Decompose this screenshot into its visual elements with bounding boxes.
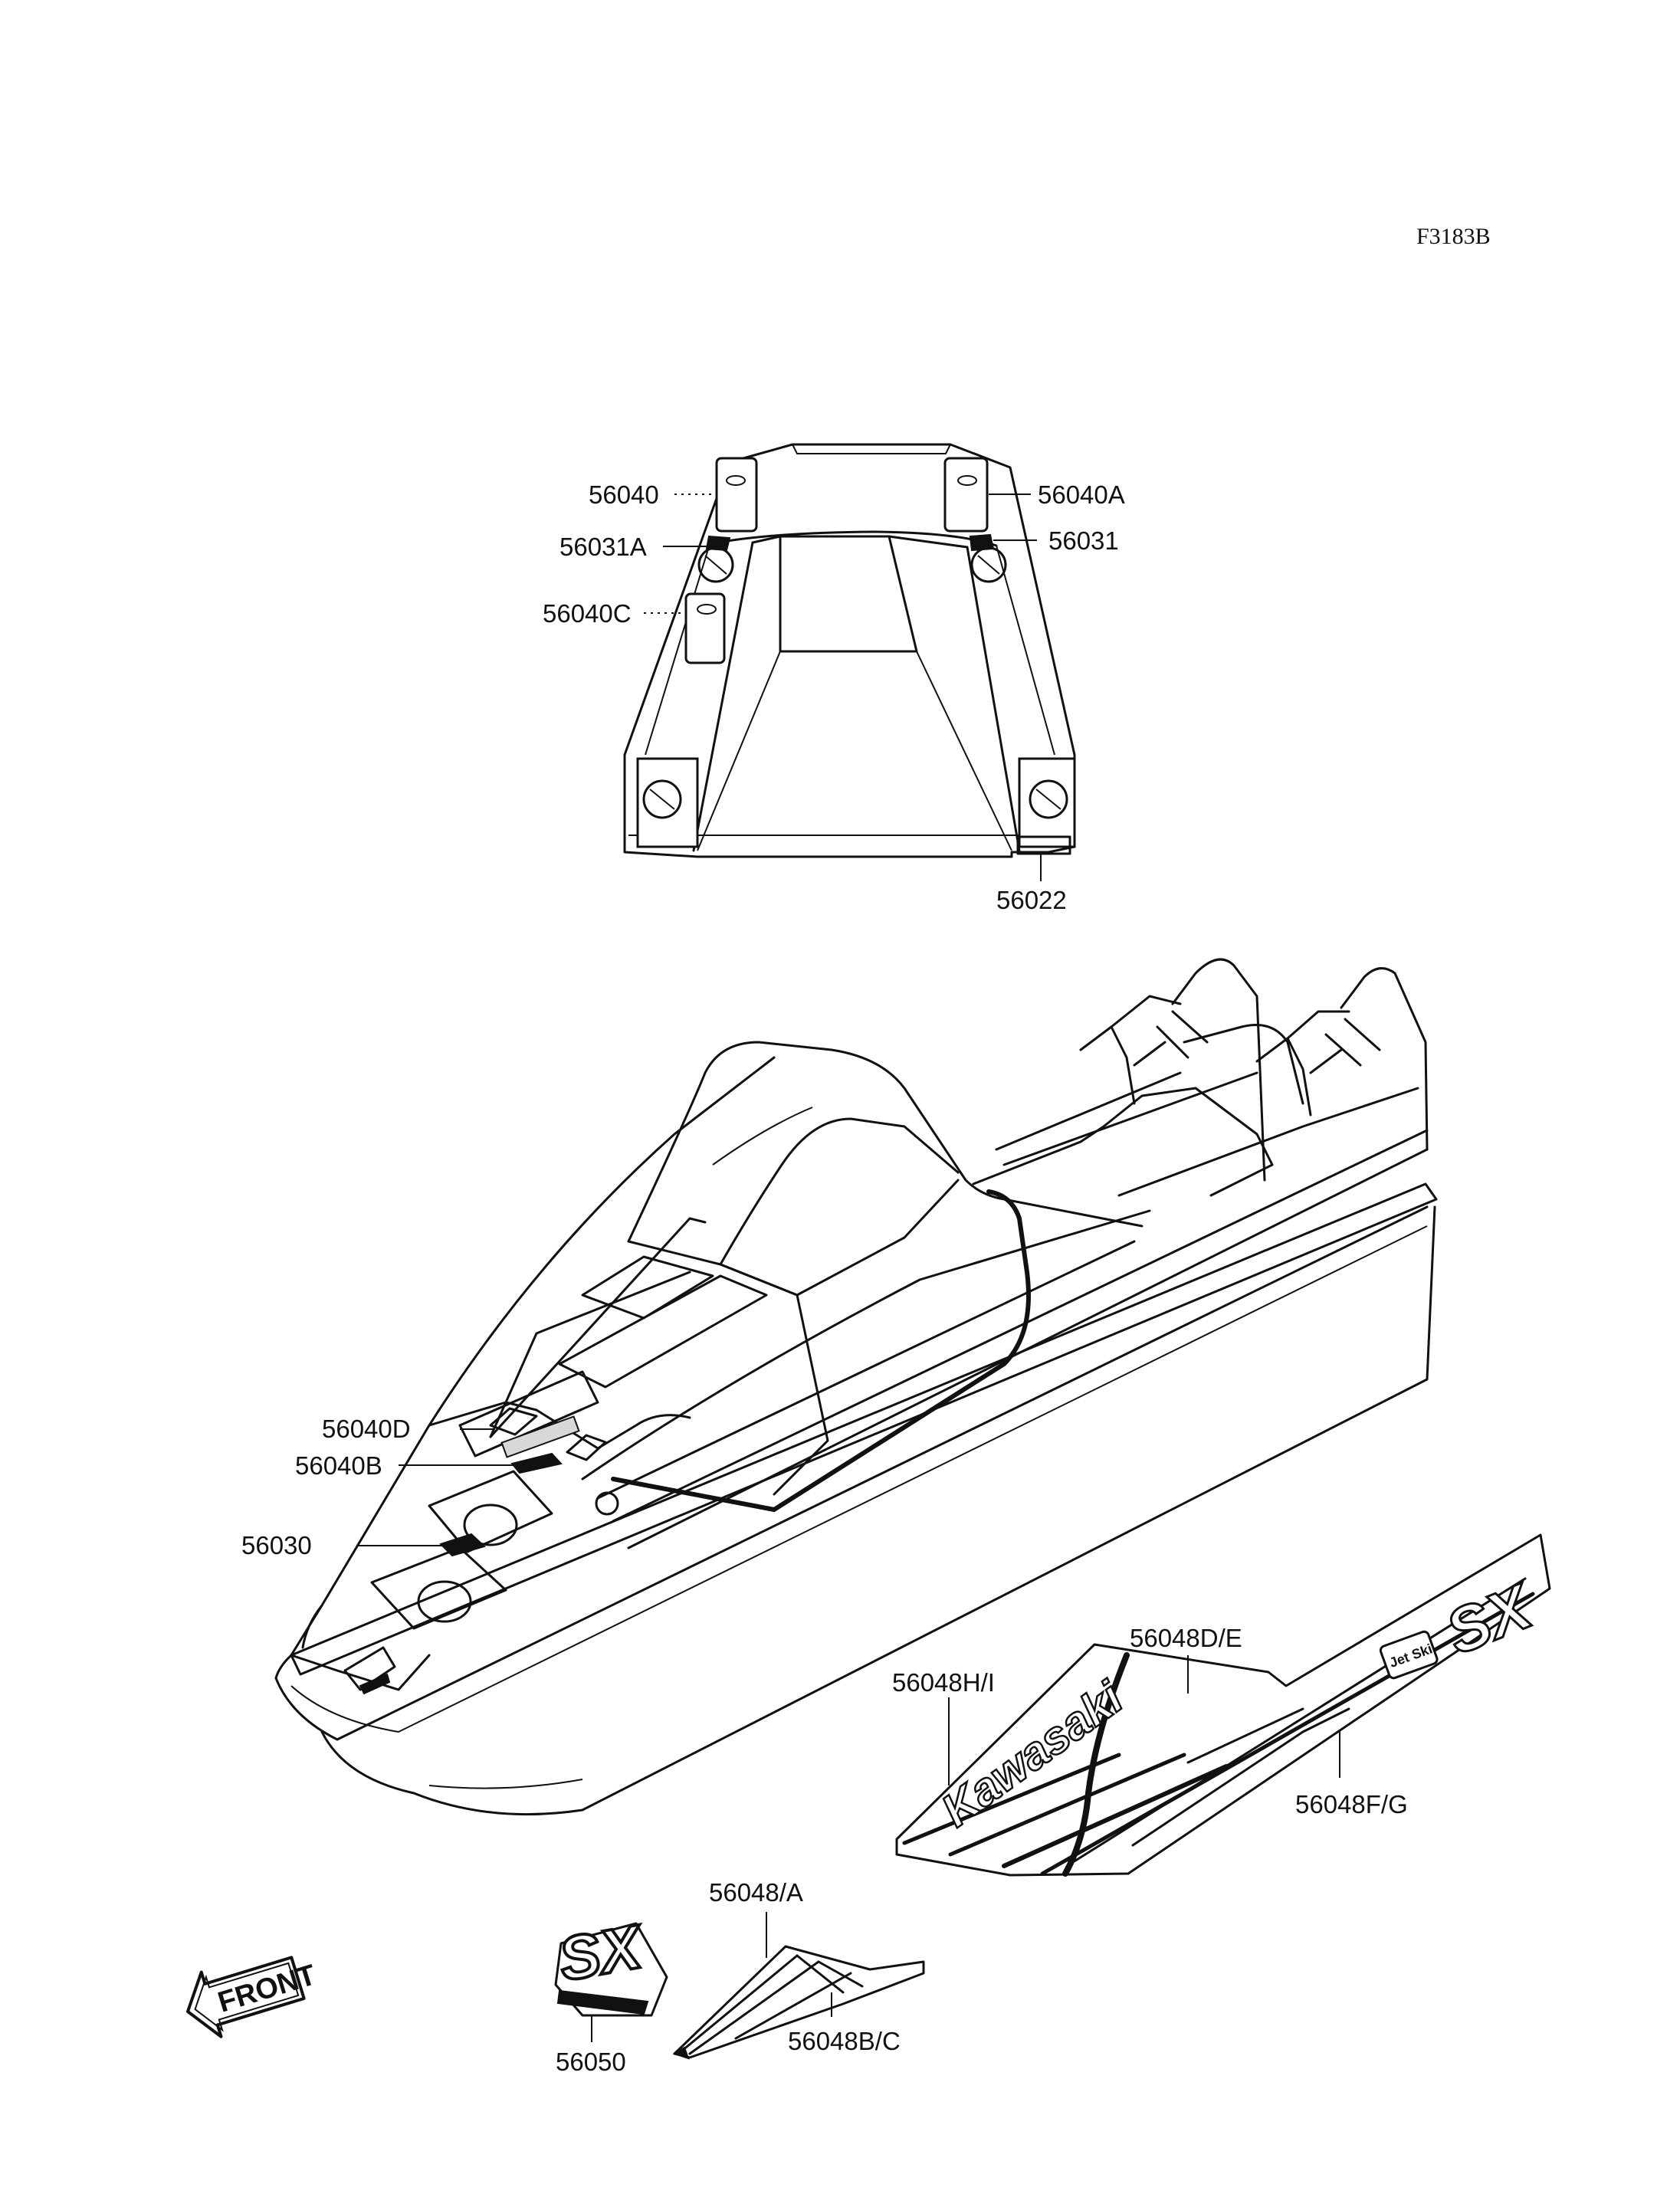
leaders-middle (356, 1428, 514, 1546)
label-56031: 56031 (1048, 526, 1119, 555)
leaders-top (644, 494, 1042, 881)
label-56048FG: 56048F/G (1295, 1790, 1408, 1818)
label-56040C: 56040C (543, 599, 632, 628)
label-56030: 56030 (241, 1531, 312, 1559)
label-56031A: 56031A (559, 533, 647, 561)
stripe-decal-small (672, 1945, 925, 2060)
label-56040A: 56040A (1038, 480, 1125, 509)
label-56040: 56040 (589, 480, 659, 509)
label-56040B: 56040B (295, 1451, 382, 1480)
hull-body (274, 958, 1438, 1816)
front-arrow-decal: FRONT (186, 1956, 320, 2038)
label-56048A: 56048/A (709, 1878, 803, 1907)
leaders-decal (948, 1655, 1340, 1785)
side-decal-set: Kawasaki Jet Ski SX (895, 1533, 1551, 1877)
figure-code: F3183B (1416, 224, 1491, 249)
jet-ski-badge: Jet Ski (1379, 1630, 1439, 1680)
label-56022: 56022 (996, 886, 1067, 914)
rear-deck-seat (623, 443, 1076, 858)
label-56040D: 56040D (322, 1415, 411, 1443)
label-56050: 56050 (556, 2048, 626, 2076)
sx-emblem-decal: SX (552, 1910, 668, 2017)
label-56048DE: 56048D/E (1130, 1624, 1242, 1652)
sx-emblem-wordmark: SX (553, 1912, 649, 1994)
label-56048HI: 56048H/I (892, 1668, 995, 1697)
label-56048BC: 56048B/C (788, 2027, 901, 2055)
